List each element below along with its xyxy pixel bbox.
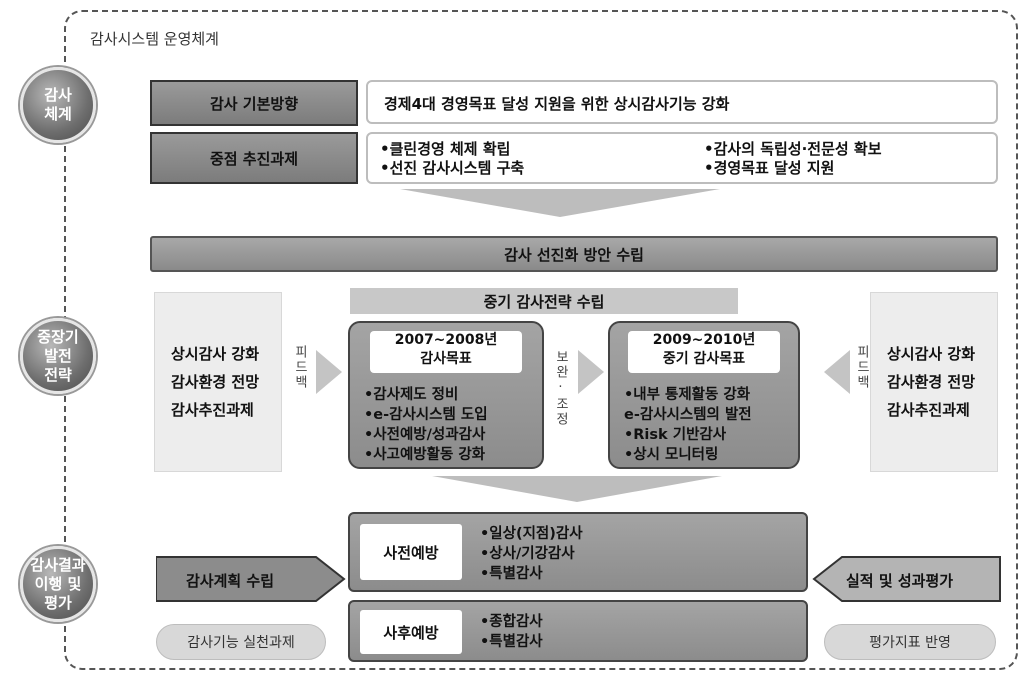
post-items: •종합감사 •특별감사 xyxy=(480,612,543,652)
list-item: •특별감사 xyxy=(480,566,543,582)
period-year: 2007~2008년 xyxy=(394,332,498,348)
list-item: •특별감사 xyxy=(480,634,543,650)
left-side-item: 감사환경 전망 xyxy=(171,373,260,391)
post-label: 사후예방 xyxy=(360,610,462,654)
left-side-panel: 상시감사 강화 감사환경 전망 감사추진과제 xyxy=(154,292,282,472)
down-arrow-icon xyxy=(400,189,720,217)
list-item: •감사제도 정비 xyxy=(364,387,459,403)
right-side-item: 감사환경 전망 xyxy=(887,373,976,391)
section-circle-result-evaluation: 감사결과 이행 및 평가 xyxy=(20,546,96,622)
list-item: •내부 통제활동 강화 xyxy=(624,387,751,403)
right-side-panel: 상시감사 강화 감사환경 전망 감사추진과제 xyxy=(870,292,998,472)
key-tasks-label: 중점 추진과제 xyxy=(150,132,358,184)
evaluation-label: 실적 및 성과평가 xyxy=(846,571,954,590)
period-items: •감사제도 정비 •e-감사시스템 도입 •사전예방/성과감사 •사고예방활동 … xyxy=(364,385,488,465)
plan-label: 감사계획 수립 xyxy=(186,571,275,590)
left-side-item: 상시감사 강화 xyxy=(171,345,260,363)
section-circle-audit-system: 감사 체계 xyxy=(20,67,96,143)
evaluation-sub-pill: 평가지표 반영 xyxy=(824,624,996,660)
period-panel-2007: 2007~2008년 감사목표 •감사제도 정비 •e-감사시스템 도입 •사전… xyxy=(348,321,544,469)
list-item: •상사/기강감사 xyxy=(480,546,575,562)
right-arrow-icon xyxy=(578,350,604,394)
period-title: 중기 감사목표 xyxy=(662,351,746,367)
left-arrow-icon xyxy=(824,350,850,394)
prevention-panel: 사전예방 •일상(지점)감사 •상사/기강감사 •특별감사 xyxy=(348,512,808,592)
feedback-label-right: 피드백 xyxy=(854,345,869,390)
midterm-strategy-bar: 중기 감사전략 수립 xyxy=(350,288,738,314)
evaluation-arrow-shape xyxy=(812,556,1001,602)
plan-sub-pill: 감사기능 실천과제 xyxy=(156,624,326,660)
period-panel-2009: 2009~2010년 중기 감사목표 •내부 통제활동 강화 e-감사시스템의 … xyxy=(608,321,800,469)
list-item: •사전예방/성과감사 xyxy=(364,427,486,443)
list-item: •e-감사시스템 도입 xyxy=(364,407,488,423)
list-item: •Risk 기반감사 xyxy=(624,427,727,443)
basic-direction-value: 경제4대 경영목표 달성 지원을 위한 상시감사기능 강화 xyxy=(366,80,998,124)
list-item: •일상(지점)감사 xyxy=(480,526,583,542)
key-task-item: •선진 감사시스템 구축 xyxy=(380,159,525,177)
key-tasks-box: •클린경영 체제 확립 •선진 감사시스템 구축 •감사의 독립성·전문성 확보… xyxy=(366,132,998,184)
prevention-items: •일상(지점)감사 •상사/기강감사 •특별감사 xyxy=(480,524,583,584)
list-item: •종합감사 xyxy=(480,614,543,630)
prevention-label: 사전예방 xyxy=(360,524,462,580)
diagram-title: 감사시스템 운영체계 xyxy=(90,30,219,48)
down-arrow-icon xyxy=(432,476,722,502)
plan-arrow-shape xyxy=(156,556,346,602)
basic-direction-label: 감사 기본방향 xyxy=(150,80,358,126)
list-item: •사고예방활동 강화 xyxy=(364,447,486,463)
key-task-item: •경영목표 달성 지원 xyxy=(704,159,835,177)
key-task-item: •감사의 독립성·전문성 확보 xyxy=(704,140,882,158)
right-side-item: 감사추진과제 xyxy=(887,401,970,419)
period-header: 2007~2008년 감사목표 xyxy=(370,331,522,373)
period-title: 감사목표 xyxy=(420,351,472,367)
feedback-label-left: 피드백 xyxy=(292,345,307,390)
left-side-item: 감사추진과제 xyxy=(171,401,254,419)
period-year: 2009~2010년 xyxy=(652,332,756,348)
period-items: •내부 통제활동 강화 e-감사시스템의 발전 •Risk 기반감사 •상시 모… xyxy=(624,385,752,465)
key-task-item: •클린경영 체제 확립 xyxy=(380,140,511,158)
section-circle-midterm-strategy: 중장기 발전 전략 xyxy=(20,318,96,394)
supplement-label: 보완·조정 xyxy=(553,350,568,427)
post-panel: 사후예방 •종합감사 •특별감사 xyxy=(348,600,808,662)
list-item: e-감사시스템의 발전 xyxy=(624,407,752,423)
period-header: 2009~2010년 중기 감사목표 xyxy=(628,331,780,373)
advancement-bar: 감사 선진화 방안 수립 xyxy=(150,236,998,272)
right-arrow-icon xyxy=(316,350,342,394)
right-side-item: 상시감사 강화 xyxy=(887,345,976,363)
list-item: •상시 모니터링 xyxy=(624,447,719,463)
